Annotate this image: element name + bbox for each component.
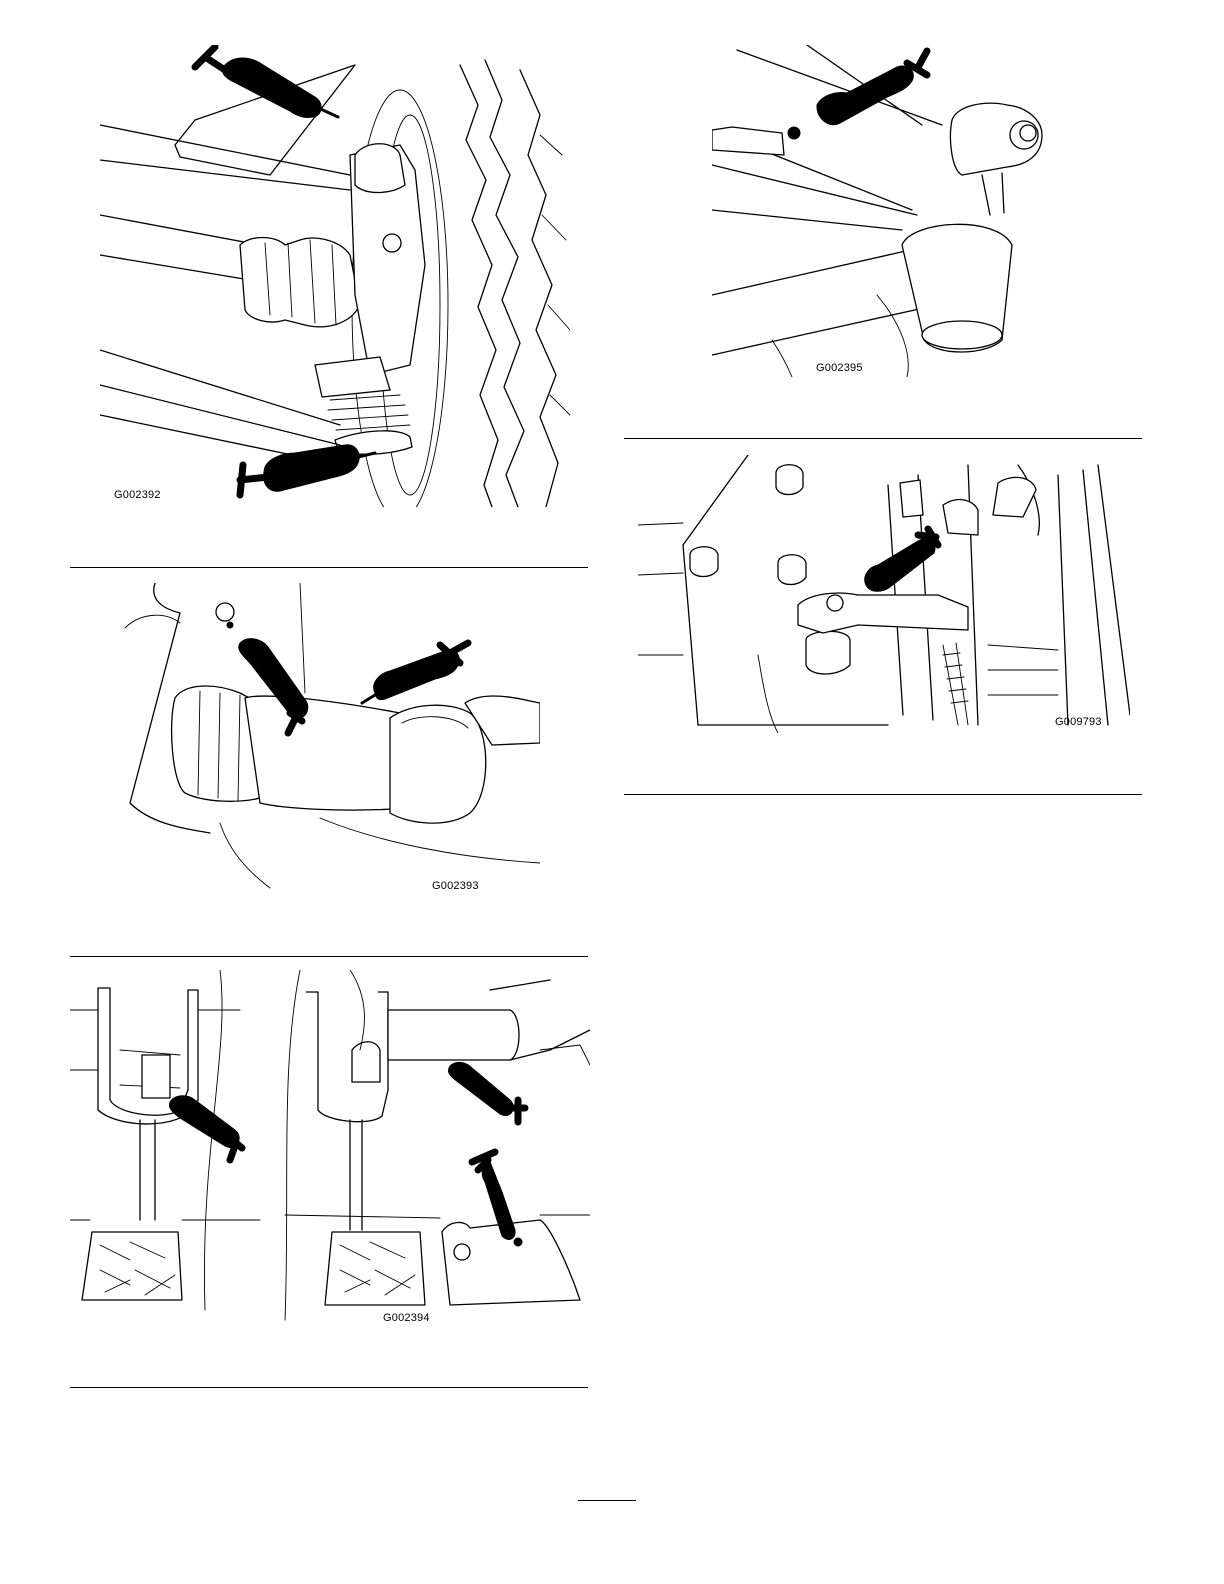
figure-pedals: G002394 (70, 970, 590, 1325)
figure-code: G002395 (816, 362, 863, 374)
figure-code: G002393 (432, 880, 479, 892)
illustration-shock-bushing (712, 45, 1067, 377)
illustration-pedals (70, 970, 590, 1325)
divider (70, 567, 588, 568)
divider (70, 1387, 588, 1388)
figure-front-suspension: G002392 (100, 45, 570, 507)
page-number-line (578, 1500, 636, 1501)
figure-code: G002392 (114, 489, 161, 501)
illustration-transmission-linkage (638, 455, 1130, 733)
divider (624, 794, 1142, 795)
illustration-drive-shaft (120, 583, 540, 895)
divider (624, 438, 1142, 439)
figure-code: G002394 (383, 1312, 430, 1324)
figure-transmission-linkage: G009793 (638, 455, 1130, 733)
illustration-front-suspension (100, 45, 570, 507)
figure-code: G009793 (1055, 716, 1102, 728)
divider (70, 956, 588, 957)
figure-shock-bushing: G002395 (712, 45, 1067, 377)
figure-drive-shaft: G002393 (120, 583, 540, 895)
